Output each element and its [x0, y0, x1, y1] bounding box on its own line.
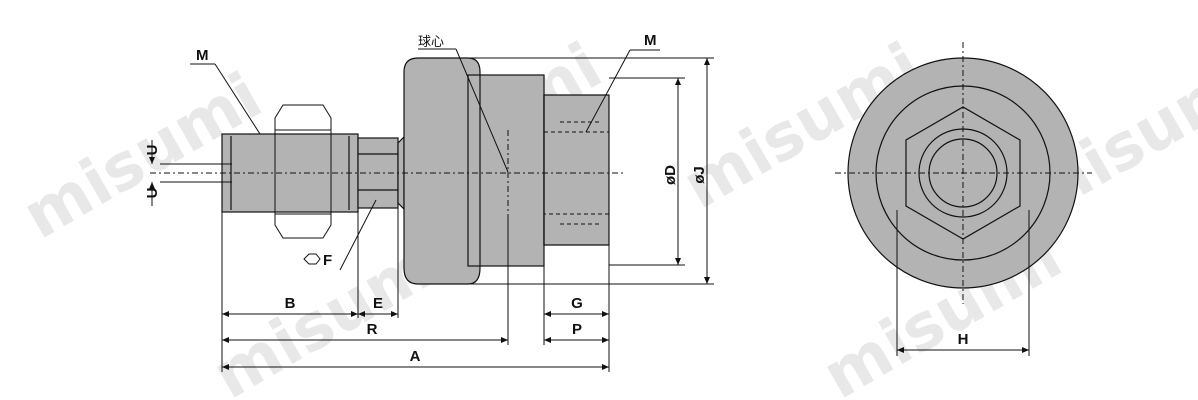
- u-dimension: U U: [144, 140, 232, 206]
- label-phi-j: øJ: [691, 166, 708, 184]
- label-p: P: [572, 321, 582, 338]
- label-u-top: U: [144, 145, 161, 156]
- body-hex-end: [543, 94, 610, 246]
- label-h: H: [958, 331, 969, 348]
- label-u-bottom: U: [144, 188, 161, 199]
- m-right-callout: M: [585, 32, 660, 133]
- label-sphere-center: 球心: [418, 35, 444, 50]
- label-r: R: [367, 321, 378, 338]
- side-view: [150, 57, 625, 285]
- length-dimensions: B E R A G P: [221, 205, 610, 372]
- sphere-center-callout: 球心: [418, 35, 509, 173]
- label-b: B: [285, 295, 296, 312]
- end-view: H: [835, 42, 1092, 356]
- label-a: A: [410, 348, 421, 365]
- m-left-callout: M: [190, 47, 261, 135]
- hex-symbol-icon: [303, 253, 321, 265]
- label-f: F: [323, 252, 332, 269]
- label-phi-d: øD: [662, 165, 679, 185]
- label-g: G: [571, 295, 583, 312]
- label-m-right: M: [644, 32, 657, 49]
- jam-nut-outline: [274, 104, 332, 239]
- label-e: E: [373, 295, 383, 312]
- diameter-dimensions: øD øJ: [468, 57, 714, 285]
- label-m-left: M: [196, 47, 209, 64]
